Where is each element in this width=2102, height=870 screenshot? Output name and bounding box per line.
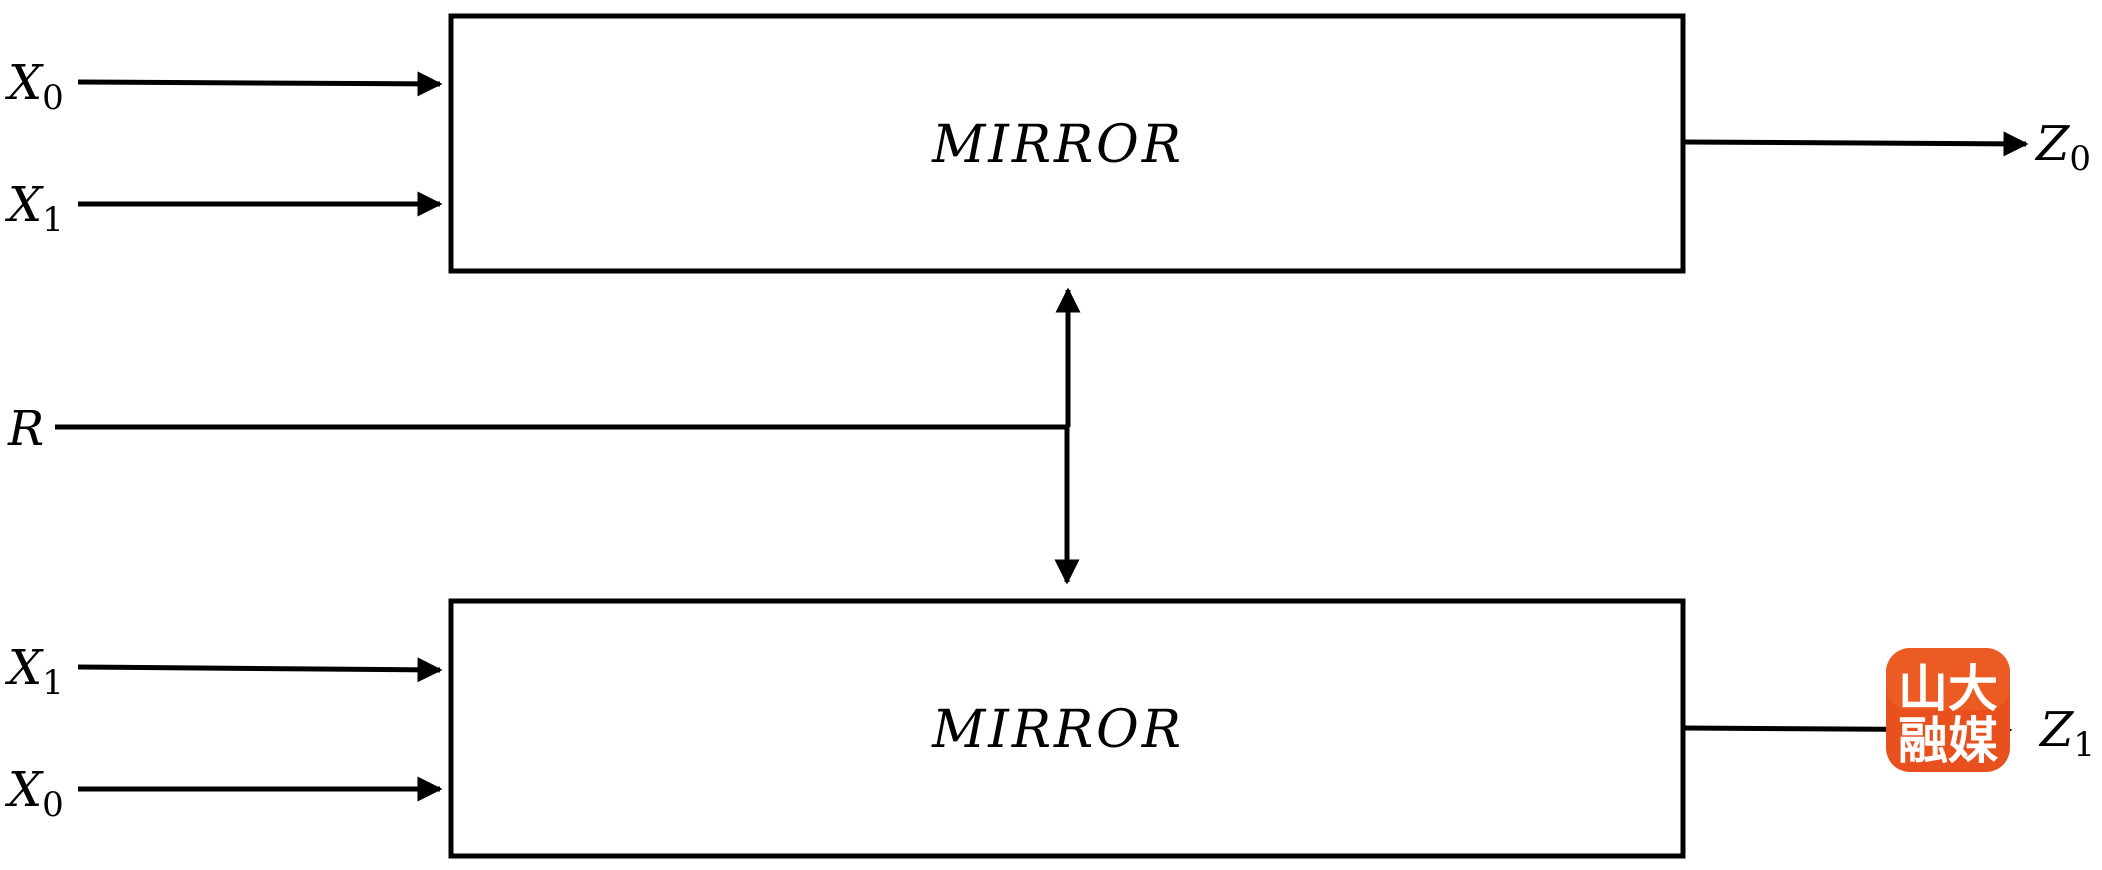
mirror-box-bottom <box>448 598 1686 859</box>
label-top-x1: X1 <box>4 177 64 240</box>
input-arrow-bottom-x1 <box>77 657 443 683</box>
input-arrow-top-x0 <box>77 71 443 97</box>
mirror-box-top <box>448 13 1686 274</box>
output-arrow-top <box>1682 131 2029 157</box>
label-r: R <box>7 401 44 457</box>
watermark-logo: 山大 融媒 <box>1886 648 2010 772</box>
label-z0: Z0 <box>2034 116 2091 179</box>
watermark-text-top: 山大 <box>1898 660 1998 718</box>
label-top-x0: X0 <box>4 55 64 118</box>
label-bottom-x1: X1 <box>4 640 64 703</box>
label-z1: Z1 <box>2038 702 2095 765</box>
watermark-text-bottom: 融媒 <box>1898 712 1999 770</box>
mirror-label-top: MIRROR <box>931 115 1184 175</box>
label-bottom-x0: X0 <box>4 762 64 825</box>
mirror-label-bottom: MIRROR <box>931 700 1184 760</box>
